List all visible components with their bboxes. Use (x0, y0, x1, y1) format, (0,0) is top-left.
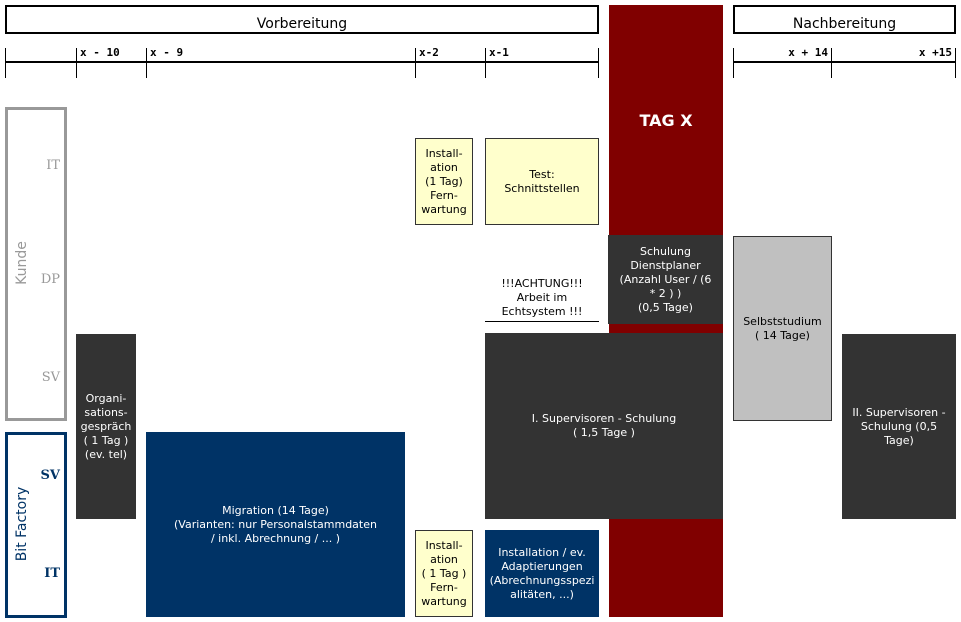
phase-nachbereitung: Nachbereitung (733, 5, 956, 34)
row-label: SV (41, 370, 60, 385)
timeline-post (733, 61, 956, 63)
tick (831, 48, 832, 78)
tick (76, 48, 77, 78)
tick-label: x-2 (419, 46, 439, 59)
phase-vorbereitung: Vorbereitung (5, 5, 599, 34)
task-installation-kunde: Install- ation (1 Tag) Fern- wartung (415, 138, 473, 225)
task-organisationsgespraech: Organi- sations- gespräch ( 1 Tag ) (ev.… (76, 334, 136, 519)
tick (598, 48, 599, 78)
tick-label: x +15 (918, 46, 952, 59)
tick (733, 48, 734, 78)
task-supervisoren-schulung-2: II. Supervisoren - Schulung (0,5 Tage) (842, 334, 956, 519)
tick-label: x-1 (489, 46, 509, 59)
task-migration: Migration (14 Tage) (Varianten: nur Pers… (146, 432, 405, 617)
tick-label: x - 10 (80, 46, 120, 59)
task-installation-adaptierungen: Installation / ev. Adaptierungen (Abrech… (485, 530, 599, 617)
tick-label: x + 14 (788, 46, 828, 59)
task-installation-bf: Install- ation ( 1 Tag ) Fern- wartung (415, 530, 473, 617)
tick (955, 48, 956, 78)
row-label: IT (44, 566, 60, 581)
task-schulung-dienstplaner: Schulung Dienstplaner (Anzahl User / (6 … (608, 235, 723, 324)
tick-label: x - 9 (150, 46, 184, 59)
task-test-schnittstellen: Test: Schnittstellen (485, 138, 599, 225)
group-bitfactory (5, 432, 67, 618)
row-label: DP (40, 272, 60, 287)
timeline-prep (5, 61, 599, 63)
row-label: IT (46, 158, 60, 173)
row-label: SV (40, 468, 60, 483)
tick (415, 48, 416, 78)
tick (146, 48, 147, 78)
group-bitfactory-label: Bit Factory (14, 486, 30, 562)
tick (5, 48, 6, 78)
task-selbststudium: Selbststudium ( 14 Tage) (733, 236, 832, 421)
warning-echtsystem: !!!ACHTUNG!!! Arbeit im Echtsystem !!! (485, 274, 599, 322)
group-kunde (5, 107, 67, 421)
tick (485, 48, 486, 78)
task-supervisoren-schulung-1: I. Supervisoren - Schulung ( 1,5 Tage ) (485, 333, 723, 519)
tag-x-label: TAG X (639, 111, 693, 130)
